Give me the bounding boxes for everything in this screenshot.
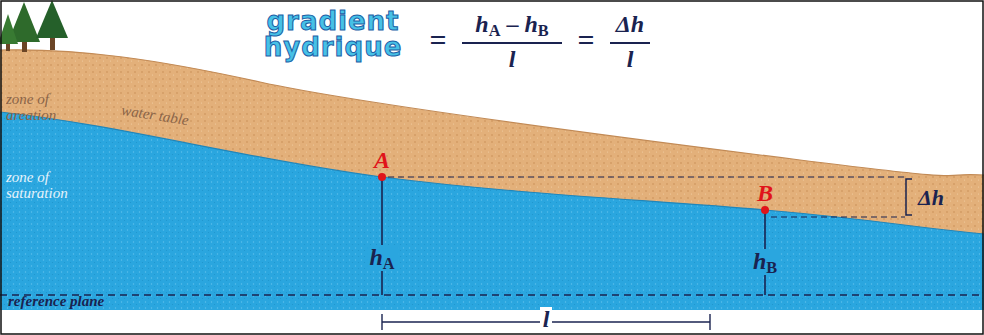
water-table-line [0, 112, 984, 234]
formula-numerator: hA – hB [475, 12, 548, 37]
tree-crown [0, 14, 18, 44]
reference-plane-line [0, 294, 984, 295]
head-line-a [381, 177, 383, 295]
formula-denominator: l [627, 47, 634, 72]
level-dash-b [771, 217, 905, 218]
formula-title: gradient hydrique [248, 8, 418, 60]
head-label: hB [750, 249, 780, 274]
formula-numerator: Δh [616, 12, 644, 37]
head-difference-label: Δh [918, 186, 944, 209]
level-dash-a [388, 177, 905, 178]
point-label: B [757, 181, 773, 206]
equals-sign: = [429, 24, 446, 56]
dimension-tick [709, 314, 710, 330]
fraction-bar [610, 42, 650, 44]
head-label: hA [366, 245, 397, 270]
tree-crown [36, 0, 68, 38]
ground-zone [0, 50, 984, 310]
dimension-tick [381, 314, 382, 330]
point-label: A [374, 148, 390, 173]
point-a [378, 173, 386, 181]
formula-denominator: l [509, 47, 516, 72]
saturated-zone [0, 112, 984, 310]
zone-label: zone of areation [6, 92, 86, 124]
delta-bracket [906, 179, 912, 215]
equals-sign: = [577, 24, 594, 56]
zone-label: zone of saturation [6, 170, 101, 202]
reference-plane-label: reference plane [8, 294, 104, 310]
length-label: l [540, 307, 553, 332]
fraction-bar [462, 42, 562, 44]
point-b [761, 206, 769, 214]
trees [0, 0, 68, 52]
